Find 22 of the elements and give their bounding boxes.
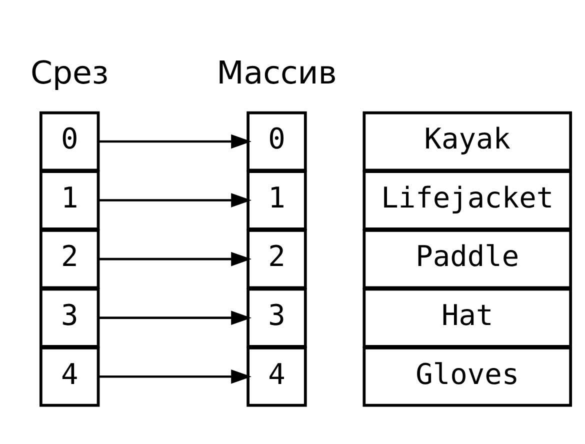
node-box: 0: [246, 110, 307, 172]
node-box: 2: [40, 228, 100, 289]
node-box: Hat: [362, 287, 572, 348]
arrow: [98, 134, 252, 148]
node-box: Paddle: [362, 228, 572, 289]
node-box: 1: [246, 170, 307, 230]
node-box: Gloves: [362, 346, 572, 406]
node-box: 0: [40, 110, 100, 172]
node-box: 4: [246, 346, 307, 406]
node-box: 4: [40, 346, 100, 406]
arrow: [98, 310, 252, 324]
node-box: Lifejacket: [362, 170, 572, 230]
node-box: 3: [246, 287, 307, 348]
node-box: Kayak: [362, 110, 572, 172]
node-box: 3: [40, 287, 100, 348]
node-box: 1: [40, 170, 100, 230]
arrow: [98, 192, 252, 207]
label: Массив: [216, 55, 337, 92]
label: Срез: [30, 55, 109, 92]
node-box: 2: [246, 228, 307, 289]
arrow: [98, 368, 252, 384]
arrow: [98, 251, 252, 266]
